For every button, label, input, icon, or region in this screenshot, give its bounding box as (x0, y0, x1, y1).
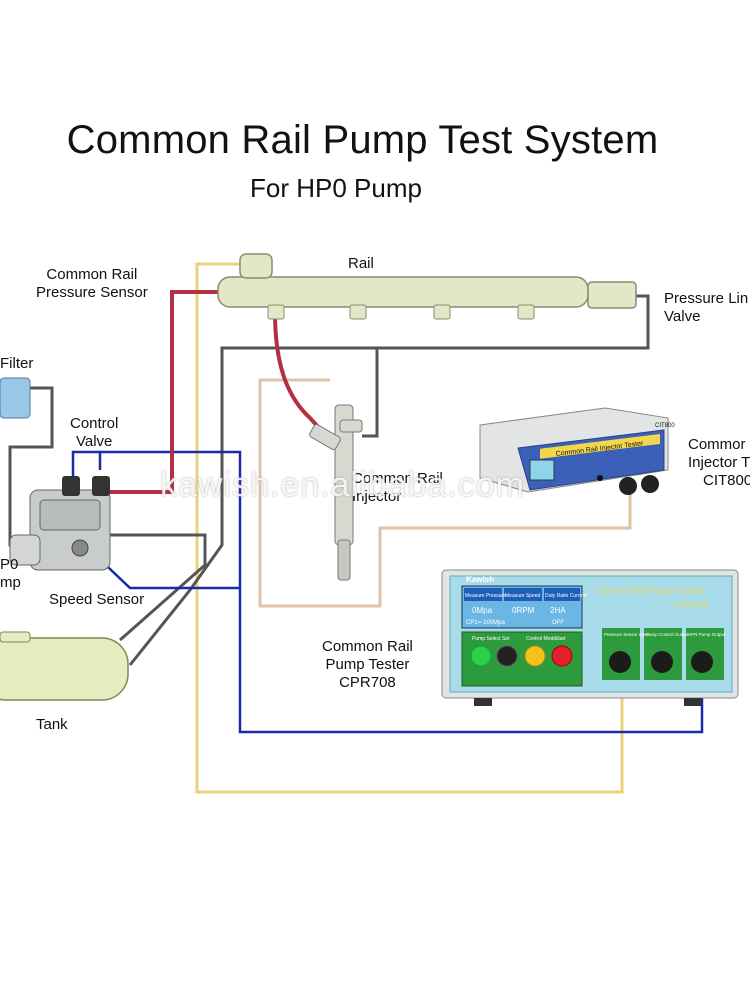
display-value-0: 0Mpa (472, 606, 493, 615)
injector-body (309, 404, 363, 581)
pump-tester-brand: Kawish (466, 575, 494, 584)
high-pressure-line-rail-injector (273, 311, 332, 442)
label-pressure-sensor-line1: Common Rail (46, 266, 138, 283)
label-filter: Filter (0, 355, 34, 372)
label-injector-line1: Common Rail (352, 470, 443, 487)
connector-label-0: Pressure Sensor Input (604, 632, 650, 637)
connector-label-2: HPR Pump Output (688, 632, 726, 637)
return-line (258, 378, 632, 608)
label-injector-tester-line2: Injector T (688, 454, 750, 471)
fuel-filter (0, 377, 31, 419)
display-header-2: Duty Ratio Current (545, 593, 587, 599)
pump-tester-model: CPR708 (674, 600, 708, 610)
fuel-line-injector-return (362, 348, 379, 438)
label-speed-sensor: Speed Sensor (49, 591, 145, 608)
label-control-valve-line1: Control (70, 415, 119, 432)
label-injector: Common Rail Injector (352, 470, 443, 506)
fuel-line-pump-tank (110, 533, 207, 642)
fuel-tank (0, 631, 129, 701)
label-pressure-sensor-line2: Pressure Sensor (36, 284, 148, 301)
sensor-signal-line (195, 262, 624, 794)
display-value-1: 0RPM (512, 606, 535, 615)
common-rail (217, 253, 637, 320)
label-pump-tester: Common Rail Pump Tester CPR708 (322, 638, 413, 692)
watermark: kawish.en.alibaba.com (160, 466, 525, 504)
hp0-pump-body (9, 476, 111, 571)
display-line2-0: CP1=-100Mpa (466, 620, 506, 626)
label-injector-line2: Injector (352, 488, 402, 505)
injector-tester-model: CIT800 (655, 423, 675, 429)
label-pump-tester-line2: Pump Tester (325, 656, 410, 673)
display-header-1: Measure Speed (505, 593, 541, 599)
injector-tester-device: Common Rail Injector Tester CIT800 (479, 407, 675, 495)
label-control-valve: Control Valve (70, 415, 118, 451)
label-pump-tester-line3: CPR708 (339, 674, 396, 691)
label-pump-line2: mp (0, 574, 21, 591)
button-label-0: Pump Select (472, 636, 501, 642)
fuel-line-rail-return (128, 294, 650, 666)
label-injector-tester-line1: Commor (688, 436, 746, 453)
label-pump: P0 mp (0, 556, 21, 592)
label-tank: Tank (36, 716, 68, 733)
display-value-2: 2HA (550, 606, 566, 615)
button-label-1: Set (502, 636, 510, 642)
pump-tester-heading: Comm Rail Pump Tester (596, 586, 705, 597)
display-header-0: Measure Pressure (465, 593, 506, 599)
label-pump-tester-line1: Common Rail (322, 638, 413, 655)
label-rail: Rail (348, 255, 374, 272)
connector-label-1: Pump Control Output (646, 632, 689, 637)
control-valve-signal (71, 450, 102, 478)
label-injector-tester-line3: CIT800 (703, 472, 750, 489)
label-plv-line2: Valve (664, 308, 701, 325)
high-pressure-line-pump-rail (80, 290, 218, 494)
display-line2-2: OFF (552, 620, 564, 626)
pump-tester-device: Kawish Comm Rail Pump Tester CPR708 Meas… (441, 569, 739, 706)
button-label-3: Start (555, 636, 566, 642)
label-control-valve-line2: Valve (75, 433, 113, 450)
signal-line-control (100, 450, 704, 734)
label-pressure-limit-valve: Pressure Lin Valve (664, 290, 748, 326)
label-pressure-sensor: Common Rail Pressure Sensor (36, 266, 148, 302)
label-plv-line1: Pressure Lin (664, 290, 749, 307)
page-subtitle: For HP0 Pump (250, 173, 422, 203)
label-pump-line1: P0 (0, 556, 19, 573)
button-label-2: Control Mode (526, 636, 556, 642)
label-injector-tester: Commor Injector T CIT800 (688, 436, 750, 490)
page-title: Common Rail Pump Test System (66, 118, 659, 162)
